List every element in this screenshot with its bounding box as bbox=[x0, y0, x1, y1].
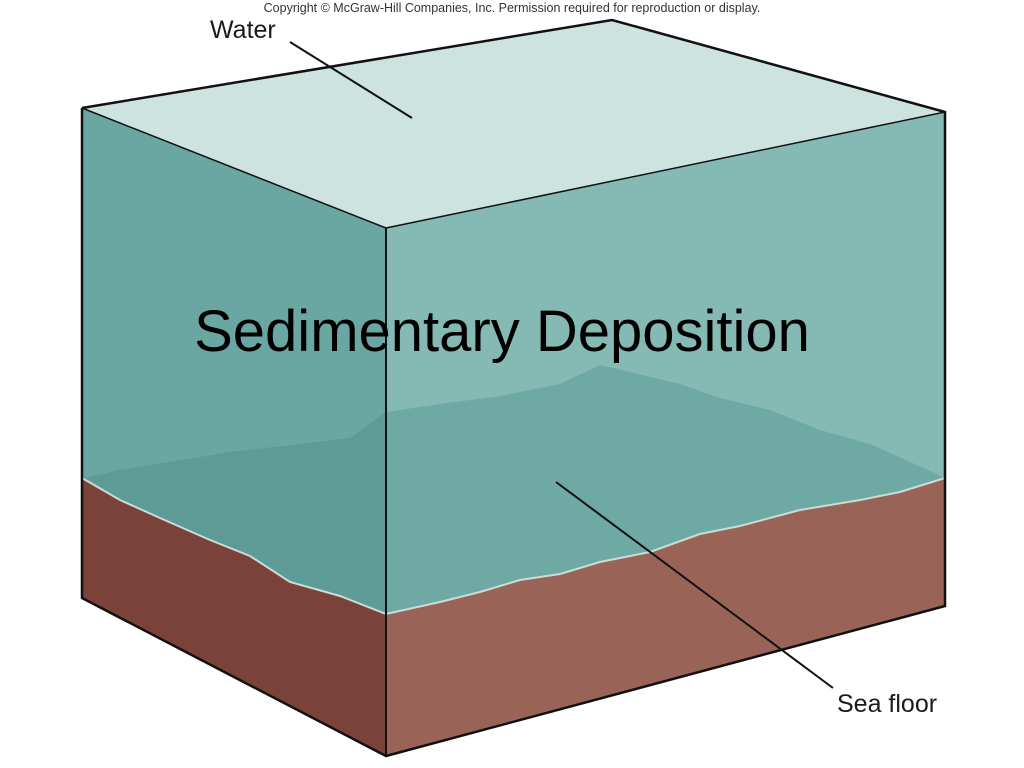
water-top-surface bbox=[82, 20, 945, 228]
copyright-notice: Copyright © McGraw-Hill Companies, Inc. … bbox=[263, 1, 761, 15]
slide-title: Sedimentary Deposition bbox=[194, 299, 810, 364]
block-outline bbox=[80, 18, 947, 758]
sea-floor-label: Sea floor bbox=[837, 690, 938, 718]
sediment-front-face bbox=[386, 478, 945, 756]
sea-floor-surface-left-shadow bbox=[82, 412, 386, 614]
water-label: Water bbox=[210, 16, 276, 44]
sediment-left-face bbox=[82, 478, 386, 756]
sea-floor-edge-highlight bbox=[81, 477, 946, 616]
block-top-left-edge bbox=[81, 107, 387, 229]
block-top-front-edge bbox=[385, 111, 946, 229]
sea-floor-leader-line bbox=[555, 481, 834, 689]
water-leader-line bbox=[289, 41, 413, 119]
